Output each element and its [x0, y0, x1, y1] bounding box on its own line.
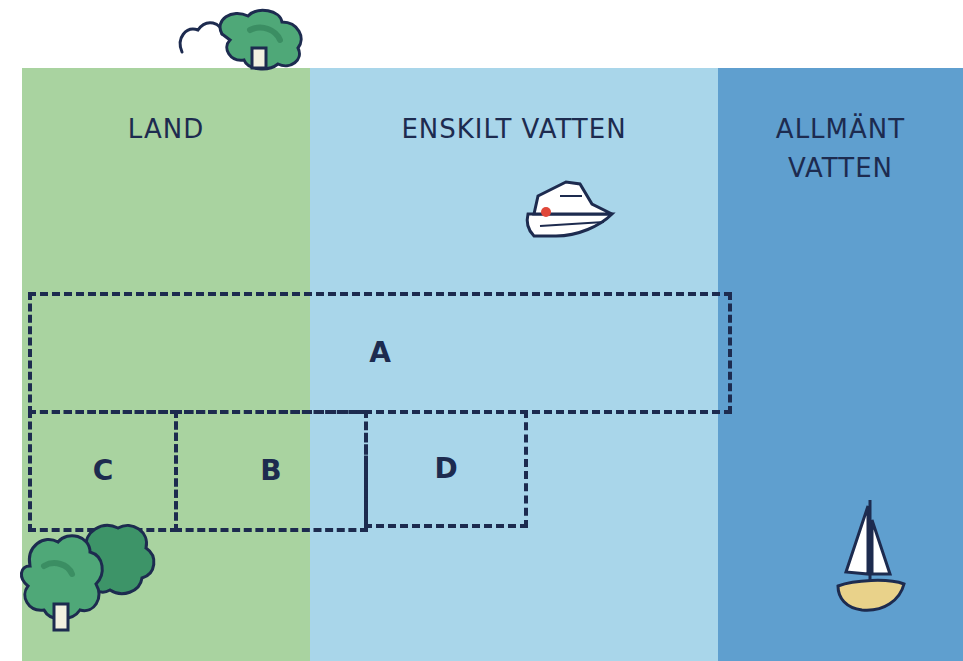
area-box: A [28, 292, 732, 414]
area-box: D [364, 410, 528, 528]
area-letter: C [93, 450, 114, 492]
area-box: B [174, 410, 368, 532]
area-box: C [28, 410, 178, 532]
tree [180, 10, 301, 69]
sail-boat [838, 500, 904, 610]
region-label: ENSKILT VATTEN [310, 110, 718, 149]
water-band: ALLMÄNT VATTEN [718, 68, 963, 661]
area-letter: A [369, 332, 391, 374]
area-letter: D [434, 448, 457, 490]
motor-boat [527, 182, 612, 236]
region-label: LAND [22, 110, 310, 149]
region-label: ALLMÄNT VATTEN [756, 110, 926, 188]
land-band: LAND C [22, 68, 310, 661]
area-letter: B [260, 450, 281, 492]
tree [21, 525, 153, 630]
